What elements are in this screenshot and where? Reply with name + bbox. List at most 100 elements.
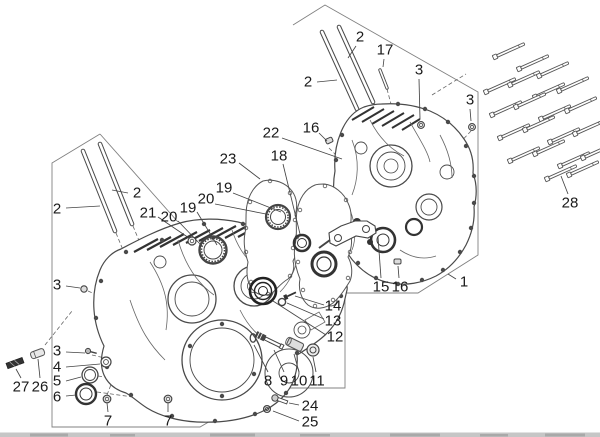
leader-line-18 bbox=[282, 163, 301, 235]
callout-25: 25 bbox=[302, 414, 319, 431]
bolt-thread-mark bbox=[533, 148, 535, 152]
callout-7: 7 bbox=[164, 413, 172, 430]
seal-20-right bbox=[264, 203, 292, 231]
nut-7-left bbox=[102, 394, 112, 404]
plug-26 bbox=[30, 348, 46, 360]
leader-line-2 bbox=[111, 189, 129, 194]
callout-26: 26 bbox=[32, 379, 49, 396]
dashed-assembly-line bbox=[87, 290, 110, 301]
dashed-assembly-line bbox=[431, 73, 467, 96]
callout-13: 13 bbox=[325, 313, 342, 330]
callout-20: 20 bbox=[198, 191, 215, 208]
cup-5 bbox=[81, 366, 99, 384]
leader-line-3 bbox=[418, 78, 421, 120]
bolt-28 bbox=[506, 146, 541, 165]
dashed-assembly-line bbox=[328, 147, 341, 160]
outline-box-path bbox=[51, 4, 479, 428]
callout-2: 2 bbox=[356, 29, 364, 46]
callout-1: 1 bbox=[460, 274, 468, 291]
leader-line-14 bbox=[294, 295, 325, 306]
callout-6: 6 bbox=[53, 389, 61, 406]
bolt-28 bbox=[482, 77, 517, 96]
bracket-15 bbox=[318, 220, 377, 249]
callout-18: 18 bbox=[271, 148, 288, 165]
seal-20-left bbox=[198, 235, 228, 265]
gasket-23 bbox=[243, 178, 298, 297]
leader-line-1 bbox=[447, 273, 457, 280]
bolt-head bbox=[543, 175, 551, 183]
plug-3-upper bbox=[80, 285, 88, 293]
bolt-head bbox=[556, 162, 564, 170]
callout-24: 24 bbox=[302, 398, 319, 415]
dashed-assembly-line bbox=[454, 130, 472, 149]
bolt-28 bbox=[571, 119, 600, 138]
nut-3-a bbox=[417, 121, 425, 129]
stud-bolts-right bbox=[319, 24, 389, 112]
callout-2: 2 bbox=[53, 201, 61, 218]
leader-line-7 bbox=[106, 402, 109, 413]
screw-14 bbox=[283, 291, 297, 301]
bolt-28 bbox=[543, 164, 578, 183]
callout-28: 28 bbox=[562, 195, 579, 212]
washer-13 bbox=[277, 297, 287, 307]
sleeve-10 bbox=[285, 336, 305, 352]
bolt-thread-mark bbox=[592, 162, 594, 166]
leader-line-26 bbox=[37, 358, 41, 379]
bolt-set-28 bbox=[482, 42, 600, 183]
bolt-28 bbox=[565, 160, 600, 179]
callout-11: 11 bbox=[309, 373, 325, 390]
leader-line-19 bbox=[196, 211, 218, 246]
seal-ring-6 bbox=[74, 382, 98, 406]
bolt-shaft bbox=[511, 70, 541, 86]
callout-4: 4 bbox=[53, 359, 61, 376]
bolt-thread-mark bbox=[542, 56, 544, 60]
seal-dark bbox=[310, 250, 338, 278]
leader-line-10 bbox=[293, 353, 300, 373]
leader-line-27 bbox=[15, 368, 22, 379]
bolt-28 bbox=[488, 100, 523, 119]
bolt-28 bbox=[563, 96, 598, 115]
bolt-head bbox=[482, 88, 490, 96]
leader-line-8 bbox=[253, 344, 269, 373]
right-crankcase-half bbox=[332, 101, 477, 287]
callout-16: 16 bbox=[392, 279, 409, 296]
bolt-28 bbox=[531, 139, 566, 158]
bolt-head bbox=[506, 157, 514, 165]
callout-10: 10 bbox=[291, 373, 308, 390]
callout-3: 3 bbox=[415, 62, 423, 79]
bottom-crop-band bbox=[0, 432, 600, 437]
stud-bolts-left bbox=[80, 141, 135, 234]
leader-line-24 bbox=[288, 402, 300, 406]
leader-line-28 bbox=[560, 175, 569, 195]
leader-line-12 bbox=[272, 300, 327, 336]
bolt-28 bbox=[521, 115, 556, 134]
leader-line-15 bbox=[377, 236, 382, 279]
bolt-shaft bbox=[520, 54, 550, 70]
shaft-9 bbox=[254, 331, 285, 350]
bolt-28 bbox=[555, 76, 590, 95]
leader-line-9 bbox=[273, 349, 285, 373]
leader-line-3 bbox=[65, 285, 81, 289]
bolt-head bbox=[563, 107, 571, 115]
callout-3: 3 bbox=[53, 277, 61, 294]
bolt-thread-mark bbox=[539, 94, 541, 98]
callout-22: 22 bbox=[263, 125, 280, 142]
callout-14: 14 bbox=[325, 298, 342, 315]
callout-7: 7 bbox=[104, 413, 112, 430]
callout-19: 19 bbox=[180, 200, 197, 217]
bolt-thread-mark bbox=[533, 72, 535, 76]
leader-line-13 bbox=[286, 302, 325, 320]
bolt-head bbox=[496, 134, 504, 142]
bolt-shaft bbox=[576, 119, 600, 135]
outline-box-edge bbox=[99, 133, 179, 223]
leader-line-25 bbox=[272, 410, 300, 422]
left-small-parts bbox=[5, 236, 197, 406]
bolt-head bbox=[512, 103, 520, 111]
dashed-assembly-line bbox=[44, 310, 73, 346]
leader-line-3 bbox=[469, 108, 472, 122]
callout-3: 3 bbox=[466, 92, 474, 109]
callout-27: 27 bbox=[13, 379, 30, 396]
